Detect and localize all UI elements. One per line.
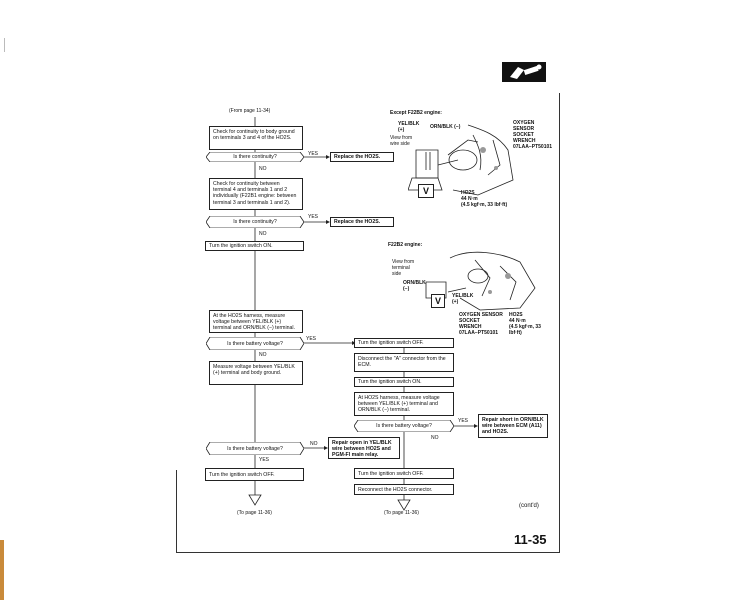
voltmeter-icon: V bbox=[434, 296, 441, 306]
step-reconnect-ho2s: Reconnect the HO2S connector. bbox=[354, 484, 454, 495]
fig1-torque-kgf: (4.5 kgf·m, 33 lbf·ft) bbox=[461, 202, 508, 208]
decision-battery-voltage-2: Is there battery voltage? bbox=[206, 442, 304, 455]
step-check-continuity-terminals: Check for continuity between terminal 4 … bbox=[209, 178, 303, 210]
step-measure-voltage-ground: Measure voltage between YEL/BLK (+) term… bbox=[209, 361, 303, 385]
fig1-title: Except F22B2 engine: bbox=[390, 110, 442, 116]
step-ignition-off-right-2: Turn the ignition switch OFF. bbox=[354, 468, 454, 479]
frame-bottom-line bbox=[176, 552, 560, 553]
step-disconnect-a-connector: Disconnect the "A" connector from the EC… bbox=[354, 353, 454, 372]
fig2-view-label: View from terminal side bbox=[392, 259, 415, 277]
yes-label-2: YES bbox=[308, 214, 319, 220]
from-page-label: (From page 11-34) bbox=[229, 108, 271, 114]
step-ignition-off-right: Turn the ignition switch OFF. bbox=[354, 338, 454, 348]
no-label-3: NO bbox=[259, 352, 267, 358]
fig1-wire-orn-blk: ORN/BLK (−) bbox=[430, 124, 461, 130]
decision-text: Is there continuity? bbox=[233, 154, 277, 160]
engine-sensor-illustration bbox=[425, 251, 536, 311]
decision-text: Is there continuity? bbox=[233, 219, 277, 225]
step-measure-voltage-harness: At the HO2S harness, measure voltage bet… bbox=[209, 310, 303, 333]
fig1-torque-nm: 44 N·m bbox=[461, 196, 478, 202]
contd-label: (cont'd) bbox=[519, 503, 539, 509]
frame-left-line bbox=[176, 470, 177, 552]
yes-label-4: YES bbox=[259, 457, 270, 463]
fig1-wire-yel-blk: YEL/BLK (+) bbox=[398, 121, 420, 133]
page-number: 11-35 bbox=[514, 532, 547, 547]
fig2-title: F22B2 engine: bbox=[388, 242, 423, 248]
decision-continuity-2: Is there continuity? bbox=[206, 216, 304, 228]
result-repair-short-orn-blk: Repair short in ORN/BLK wire between ECM… bbox=[478, 414, 548, 438]
decision-battery-voltage-3: Is there battery voltage? bbox=[354, 420, 454, 432]
fig1-view-label: View from wire side bbox=[390, 135, 413, 147]
no-label-4: NO bbox=[310, 441, 318, 447]
fig1-tool-label: OXYGEN SENSOR SOCKET WRENCH 07LAA−PT5010… bbox=[513, 120, 553, 150]
fig2-torque-kgf: (4.5 kgf·m, 33 lbf·ft) bbox=[509, 324, 541, 336]
result-replace-ho2s-1: Replace the HO2S. bbox=[330, 152, 394, 162]
fig2-illustration bbox=[420, 248, 540, 312]
fig2-wire-orn-blk: ORN/BLK (−) bbox=[403, 280, 426, 292]
wrench-sensor-icon bbox=[502, 62, 546, 82]
result-repair-open-yel-blk: Repair open in YEL/BLK wire between HO2S… bbox=[328, 437, 400, 459]
no-label-1: NO bbox=[259, 166, 267, 172]
top-left-mark bbox=[4, 38, 5, 52]
fig2-wire-yel-blk: YEL/BLK (+) bbox=[452, 293, 474, 305]
fig2-part-label: HO2S bbox=[509, 312, 523, 318]
step-ignition-off-left: Turn the ignition switch OFF. bbox=[205, 468, 304, 481]
fig2-meter: V bbox=[431, 294, 445, 308]
to-page-label-left: (To page 11-36) bbox=[237, 510, 272, 516]
no-label-5: NO bbox=[431, 435, 439, 441]
yes-label-3: YES bbox=[306, 336, 317, 342]
left-margin-stain bbox=[0, 540, 4, 600]
decision-battery-voltage-1: Is there battery voltage? bbox=[206, 337, 304, 350]
no-label-2: NO bbox=[259, 231, 267, 237]
to-page-label-right: (To page 11-36) bbox=[384, 510, 419, 516]
step-check-continuity-ground: Check for continuity to body ground on t… bbox=[209, 126, 303, 150]
sensor-removal-illustration bbox=[407, 124, 514, 196]
voltmeter-icon: V bbox=[422, 186, 429, 196]
decision-text: Is there battery voltage? bbox=[376, 423, 432, 429]
result-replace-ho2s-2: Replace the HO2S. bbox=[330, 217, 394, 227]
step-ignition-on: Turn the ignition switch ON. bbox=[205, 241, 304, 251]
fig1-meter: V bbox=[418, 184, 434, 198]
step-ignition-on-right: Turn the ignition switch ON. bbox=[354, 377, 454, 387]
fig1-illustration bbox=[407, 120, 520, 200]
section-icon bbox=[502, 62, 546, 82]
fig2-tool-label: OXYGEN SENSOR SOCKET WRENCH 07LAA−PT5010… bbox=[459, 312, 503, 336]
fig2-torque-nm: 44 N·m bbox=[509, 318, 526, 324]
yes-label-1: YES bbox=[308, 151, 319, 157]
frame-right-line bbox=[559, 93, 560, 553]
decision-text: Is there battery voltage? bbox=[227, 445, 283, 452]
decision-text: Is there battery voltage? bbox=[227, 340, 283, 347]
step-measure-voltage-harness-2: At HO2S harness, measure voltage between… bbox=[354, 392, 454, 416]
decision-continuity-1: Is there continuity? bbox=[206, 152, 304, 162]
yes-label-5: YES bbox=[458, 418, 469, 424]
